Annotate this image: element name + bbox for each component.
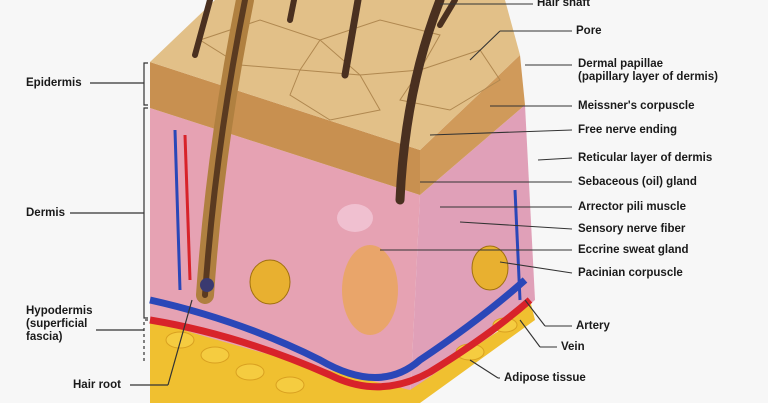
label-pacinian: Pacinian corpuscle [578, 267, 683, 279]
label-dermal-papillae-line2: (papillary layer of dermis) [578, 71, 718, 83]
label-hypodermis-line3: fascia) [26, 331, 63, 343]
label-eccrine: Eccrine sweat gland [578, 244, 689, 256]
label-epidermis: Epidermis [26, 77, 82, 89]
label-vein: Vein [561, 341, 585, 353]
label-artery: Artery [576, 320, 610, 332]
label-hypodermis: Hypodermis (superficial fascia) [26, 305, 92, 344]
label-free-nerve: Free nerve ending [578, 124, 678, 136]
label-hair-root: Hair root [73, 379, 121, 391]
dermis-side-face [410, 105, 535, 403]
label-hypodermis-line2: (superficial [26, 318, 88, 330]
label-sensory: Sensory nerve fiber [578, 223, 686, 235]
artery [149, 297, 533, 391]
layer-brackets [70, 62, 193, 386]
label-arrector: Arrector pili muscle [578, 201, 687, 213]
sebaceous-gland [337, 204, 373, 232]
epidermis-side [420, 55, 525, 195]
label-hypodermis-line1: Hypodermis [26, 305, 93, 317]
label-hair-shaft: Hair shaft [537, 0, 591, 9]
hair-shafts [192, 0, 458, 304]
label-dermal-papillae: Dermal papillae (papillary layer of derm… [578, 58, 718, 84]
label-dermal-papillae-line1: Dermal papillae [578, 58, 664, 70]
pacinian-corpuscle [249, 259, 291, 305]
label-meissner: Meissner's corpuscle [578, 100, 695, 112]
vein [149, 277, 528, 381]
epidermis-front [150, 62, 420, 195]
label-sebaceous: Sebaceous (oil) gland [578, 176, 697, 188]
sweat-gland [342, 245, 398, 335]
label-reticular: Reticular layer of dermis [578, 152, 713, 164]
leader-lines [380, 3, 573, 379]
label-pore: Pore [576, 25, 602, 37]
label-adipose: Adipose tissue [504, 372, 586, 384]
label-dermis: Dermis [26, 207, 65, 219]
surface-cells [198, 19, 501, 121]
